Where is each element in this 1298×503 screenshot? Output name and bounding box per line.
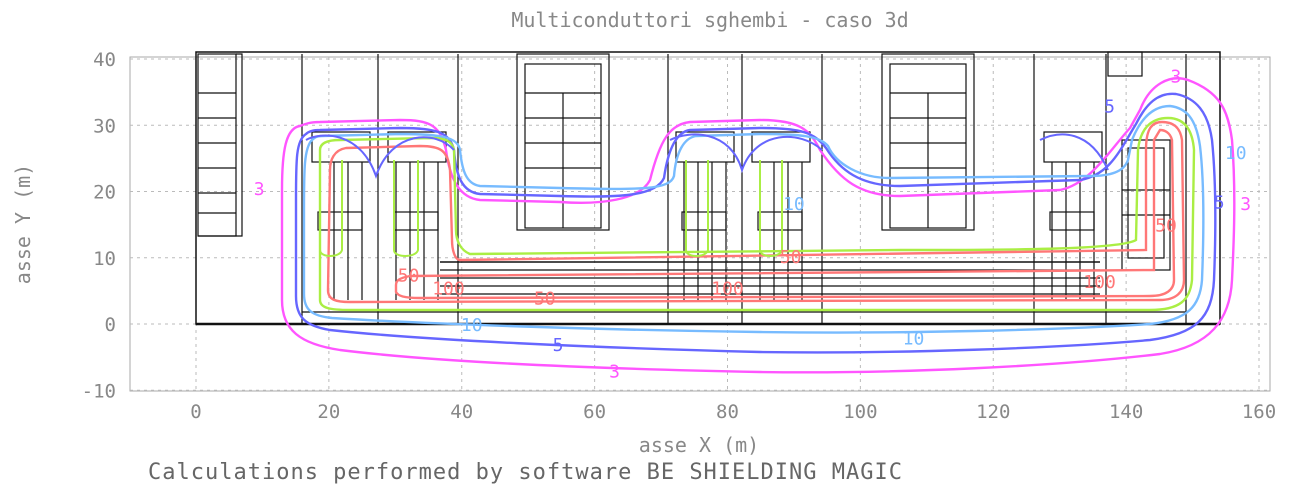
contour-label: 5 — [1104, 96, 1115, 117]
contour-label: 10 — [783, 194, 805, 215]
contour-label: 5 — [1214, 192, 1225, 213]
grid — [130, 57, 1270, 391]
y-tick-label: 40 — [93, 49, 116, 71]
y-tick-label: 20 — [93, 182, 116, 204]
x-tick-label: 40 — [450, 401, 473, 423]
contour-label: 3 — [1171, 67, 1182, 88]
y-tick-label: 30 — [93, 115, 116, 137]
contour-10 — [302, 104, 1205, 334]
contour-label: 3 — [609, 361, 620, 382]
y-axis-label: asse Y (m) — [11, 164, 35, 284]
x-tick-label: 140 — [1109, 401, 1143, 423]
contour-label: 3 — [254, 179, 265, 200]
x-tick-label: 100 — [843, 401, 877, 423]
contour-label: 100 — [432, 279, 465, 300]
contour-label: 3 — [1240, 194, 1251, 215]
x-tick-label: 160 — [1242, 401, 1276, 423]
plot-frame — [129, 56, 1271, 392]
contour-label: 50 — [780, 247, 802, 268]
contour-label: 100 — [1083, 272, 1116, 293]
contour-100 — [394, 128, 1176, 300]
contour-label: 10 — [461, 315, 483, 336]
y-tick-label: -10 — [82, 380, 116, 402]
contour-label: 5 — [553, 335, 564, 356]
contour-lines — [280, 77, 1236, 374]
x-axis-label: asse X (m) — [639, 433, 759, 457]
x-tick-label: 60 — [583, 401, 606, 423]
floor-plan-drawing — [195, 51, 1221, 326]
x-tick-label: 0 — [190, 401, 201, 423]
contour-label: 50 — [534, 289, 556, 310]
y-tick-label: 10 — [93, 248, 116, 270]
x-tick-label: 80 — [716, 401, 739, 423]
credit-text: Calculations performed by software BE SH… — [148, 460, 903, 485]
tick-labels: 0 20 40 60 80 100 120 140 160 -10 0 10 20 30 40 — [82, 49, 1276, 423]
contour-20 — [318, 116, 1196, 312]
contour-label: 50 — [1155, 216, 1177, 237]
x-tick-label: 120 — [976, 401, 1010, 423]
chart-title: Multiconduttori sghembi - caso 3d — [511, 8, 908, 32]
contour-label: 10 — [1225, 143, 1247, 164]
y-tick-label: 0 — [105, 314, 116, 336]
contour-label: 10 — [903, 328, 925, 349]
contour-5 — [294, 92, 1217, 354]
x-tick-label: 20 — [317, 401, 340, 423]
transformer-bay — [1043, 131, 1103, 300]
contour-3 — [280, 77, 1236, 374]
contour-label: 50 — [398, 265, 420, 286]
transformer-bay — [675, 131, 735, 300]
contour-label: 100 — [711, 279, 744, 300]
contour-50 — [326, 120, 1186, 304]
